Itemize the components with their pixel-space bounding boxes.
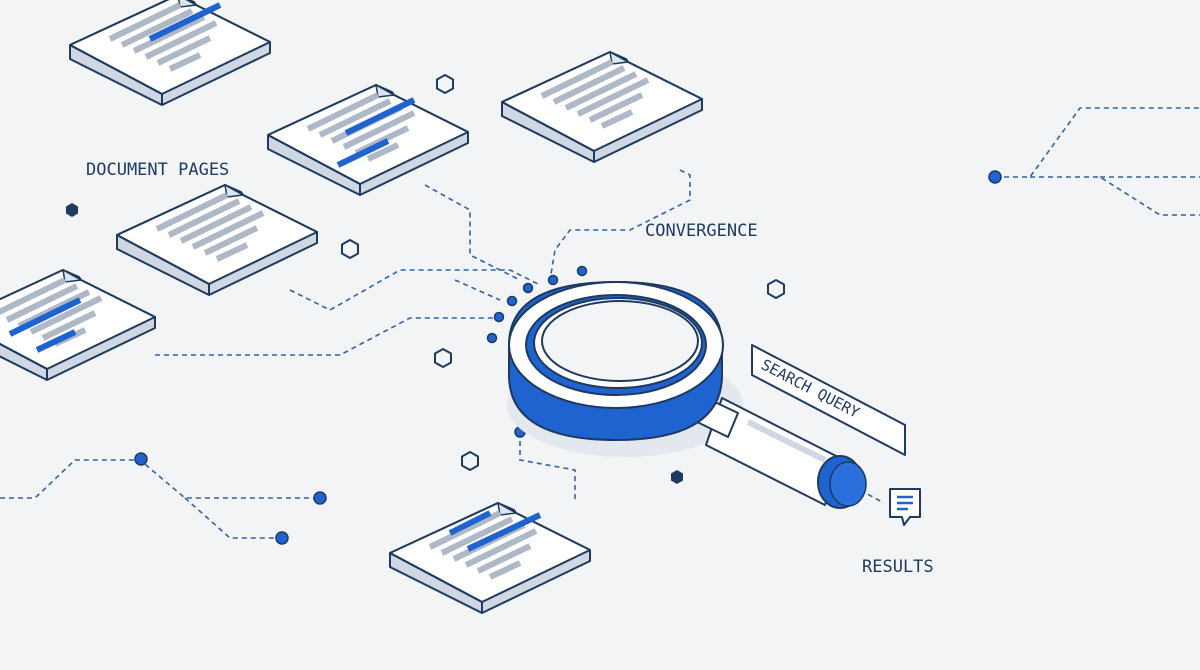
connector-line: [454, 279, 501, 301]
hexagon-icon: [66, 203, 78, 217]
chat-bubble-icon: [889, 488, 921, 526]
hexagon-icon: [434, 348, 452, 368]
connector-line: [995, 107, 1200, 178]
results-label: RESULTS: [862, 557, 934, 577]
hexagon-icon: [436, 74, 454, 94]
connector-lines: [0, 107, 1200, 539]
connector-line: [184, 497, 282, 539]
document-page: [501, 51, 703, 163]
magnifying-glass-icon: [507, 281, 867, 509]
node-dot-icon: [313, 491, 327, 505]
connector-line: [155, 317, 495, 356]
document-page: [116, 184, 318, 296]
node-dot-icon: [522, 282, 534, 294]
node-dot-icon: [506, 295, 518, 307]
hexagon-icon: [767, 279, 785, 299]
document-page: [267, 84, 469, 196]
node-dot-icon: [988, 170, 1002, 184]
search-query-label: SEARCH QUERY: [758, 356, 862, 422]
connector-line: [549, 169, 691, 281]
document-page: [69, 0, 271, 106]
document-page: [0, 269, 156, 381]
connector-line: [424, 184, 521, 281]
node-dot-icon: [134, 452, 148, 466]
node-dot-icon: [486, 332, 498, 344]
node-dot-icon: [547, 274, 559, 286]
document-pages-label: DOCUMENT PAGES: [86, 160, 229, 180]
connector-line: [1030, 176, 1200, 216]
hexagon-icon: [461, 451, 479, 471]
node-dot-icon: [275, 531, 289, 545]
node-dots: [134, 170, 1002, 545]
connector-line: [0, 459, 320, 499]
connector-line: [289, 269, 541, 311]
hexagon-icon: [341, 239, 359, 259]
node-dot-icon: [493, 311, 505, 323]
hexagon-icons: [66, 74, 785, 484]
convergence-label: CONVERGENCE: [645, 221, 758, 241]
document-page: [389, 502, 591, 614]
hexagon-icon: [671, 470, 683, 484]
connector-line: [519, 432, 576, 500]
node-dot-icon: [576, 265, 588, 277]
